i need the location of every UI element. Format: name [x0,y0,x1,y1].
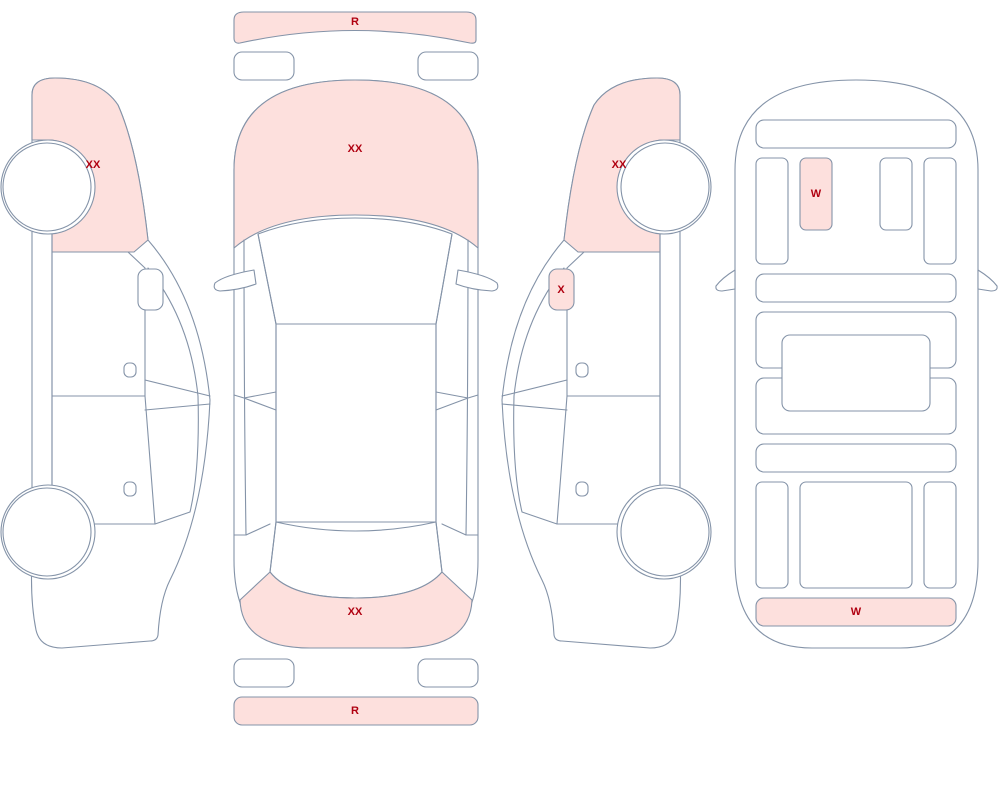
front-right-light[interactable] [417,51,479,81]
right-glass-front [501,379,568,397]
left-rear-door-handle[interactable] [123,481,137,497]
top-left-split [233,391,277,411]
floor-rear-panel[interactable] [755,597,957,627]
left-front-door-handle[interactable] [123,362,137,378]
front-left-light[interactable] [233,51,295,81]
right-side-view: XX X [501,77,712,649]
right-glass-rear [501,403,568,411]
floor-dashboard[interactable] [755,119,957,149]
rear-right-light[interactable] [417,658,479,688]
floor-front-crossmember[interactable] [755,273,957,303]
hood[interactable] [233,79,479,249]
floor-front-right-seat[interactable] [879,157,913,231]
top-view: R XX XX R [213,11,499,726]
rear-left-light[interactable] [233,658,295,688]
floor-front-left-seat[interactable] [799,157,833,231]
roof[interactable] [275,323,437,523]
rear-bumper[interactable] [233,696,479,726]
floor-center-tunnel[interactable] [781,334,931,412]
right-front-fender-mark: XX [612,159,627,171]
left-glass-front [144,379,211,397]
trunk[interactable] [239,571,473,649]
top-right-doorline [435,233,453,573]
hood-mark: XX [348,143,363,155]
left-glass-rear [144,403,211,411]
right-mirror[interactable] [548,268,575,311]
left-pillar [147,267,199,525]
floor-view: W W [715,79,998,649]
left-front-wheel[interactable] [2,142,92,232]
right-front-door-handle[interactable] [575,362,589,378]
front-bumper-mark: R [351,16,359,28]
floor-left-mirror[interactable] [715,269,736,292]
right-mirror-mark: X [557,284,565,296]
left-mirror[interactable] [137,268,164,311]
top-right-mirror[interactable] [455,269,499,292]
floor-rear-crossmember[interactable] [755,443,957,473]
floor-right-mirror[interactable] [977,269,998,292]
floor-left-panel[interactable] [755,157,789,265]
left-rear-wheel[interactable] [2,487,92,577]
right-rear-wheel[interactable] [620,487,710,577]
top-left-doorline [257,233,277,573]
windshield[interactable] [257,217,453,325]
floor-rear-left-panel[interactable] [755,481,789,589]
right-front-wheel[interactable] [620,142,710,232]
top-right-split [435,391,479,411]
rear-window[interactable] [269,521,443,599]
floor-rear-center[interactable] [799,481,913,589]
left-side-view: XX [0,77,211,649]
right-pillar [513,267,565,525]
floor-right-panel[interactable] [923,157,957,265]
floor-front-left-seat-mark: W [811,188,822,200]
trunk-mark: XX [348,606,363,618]
right-rear-door-handle[interactable] [575,481,589,497]
rear-bumper-mark: R [351,705,359,717]
floor-rear-right-panel[interactable] [923,481,957,589]
floor-rear-panel-mark: W [851,606,862,618]
front-bumper[interactable] [233,11,477,44]
top-left-mirror[interactable] [213,269,257,292]
left-front-fender-mark: XX [86,159,101,171]
